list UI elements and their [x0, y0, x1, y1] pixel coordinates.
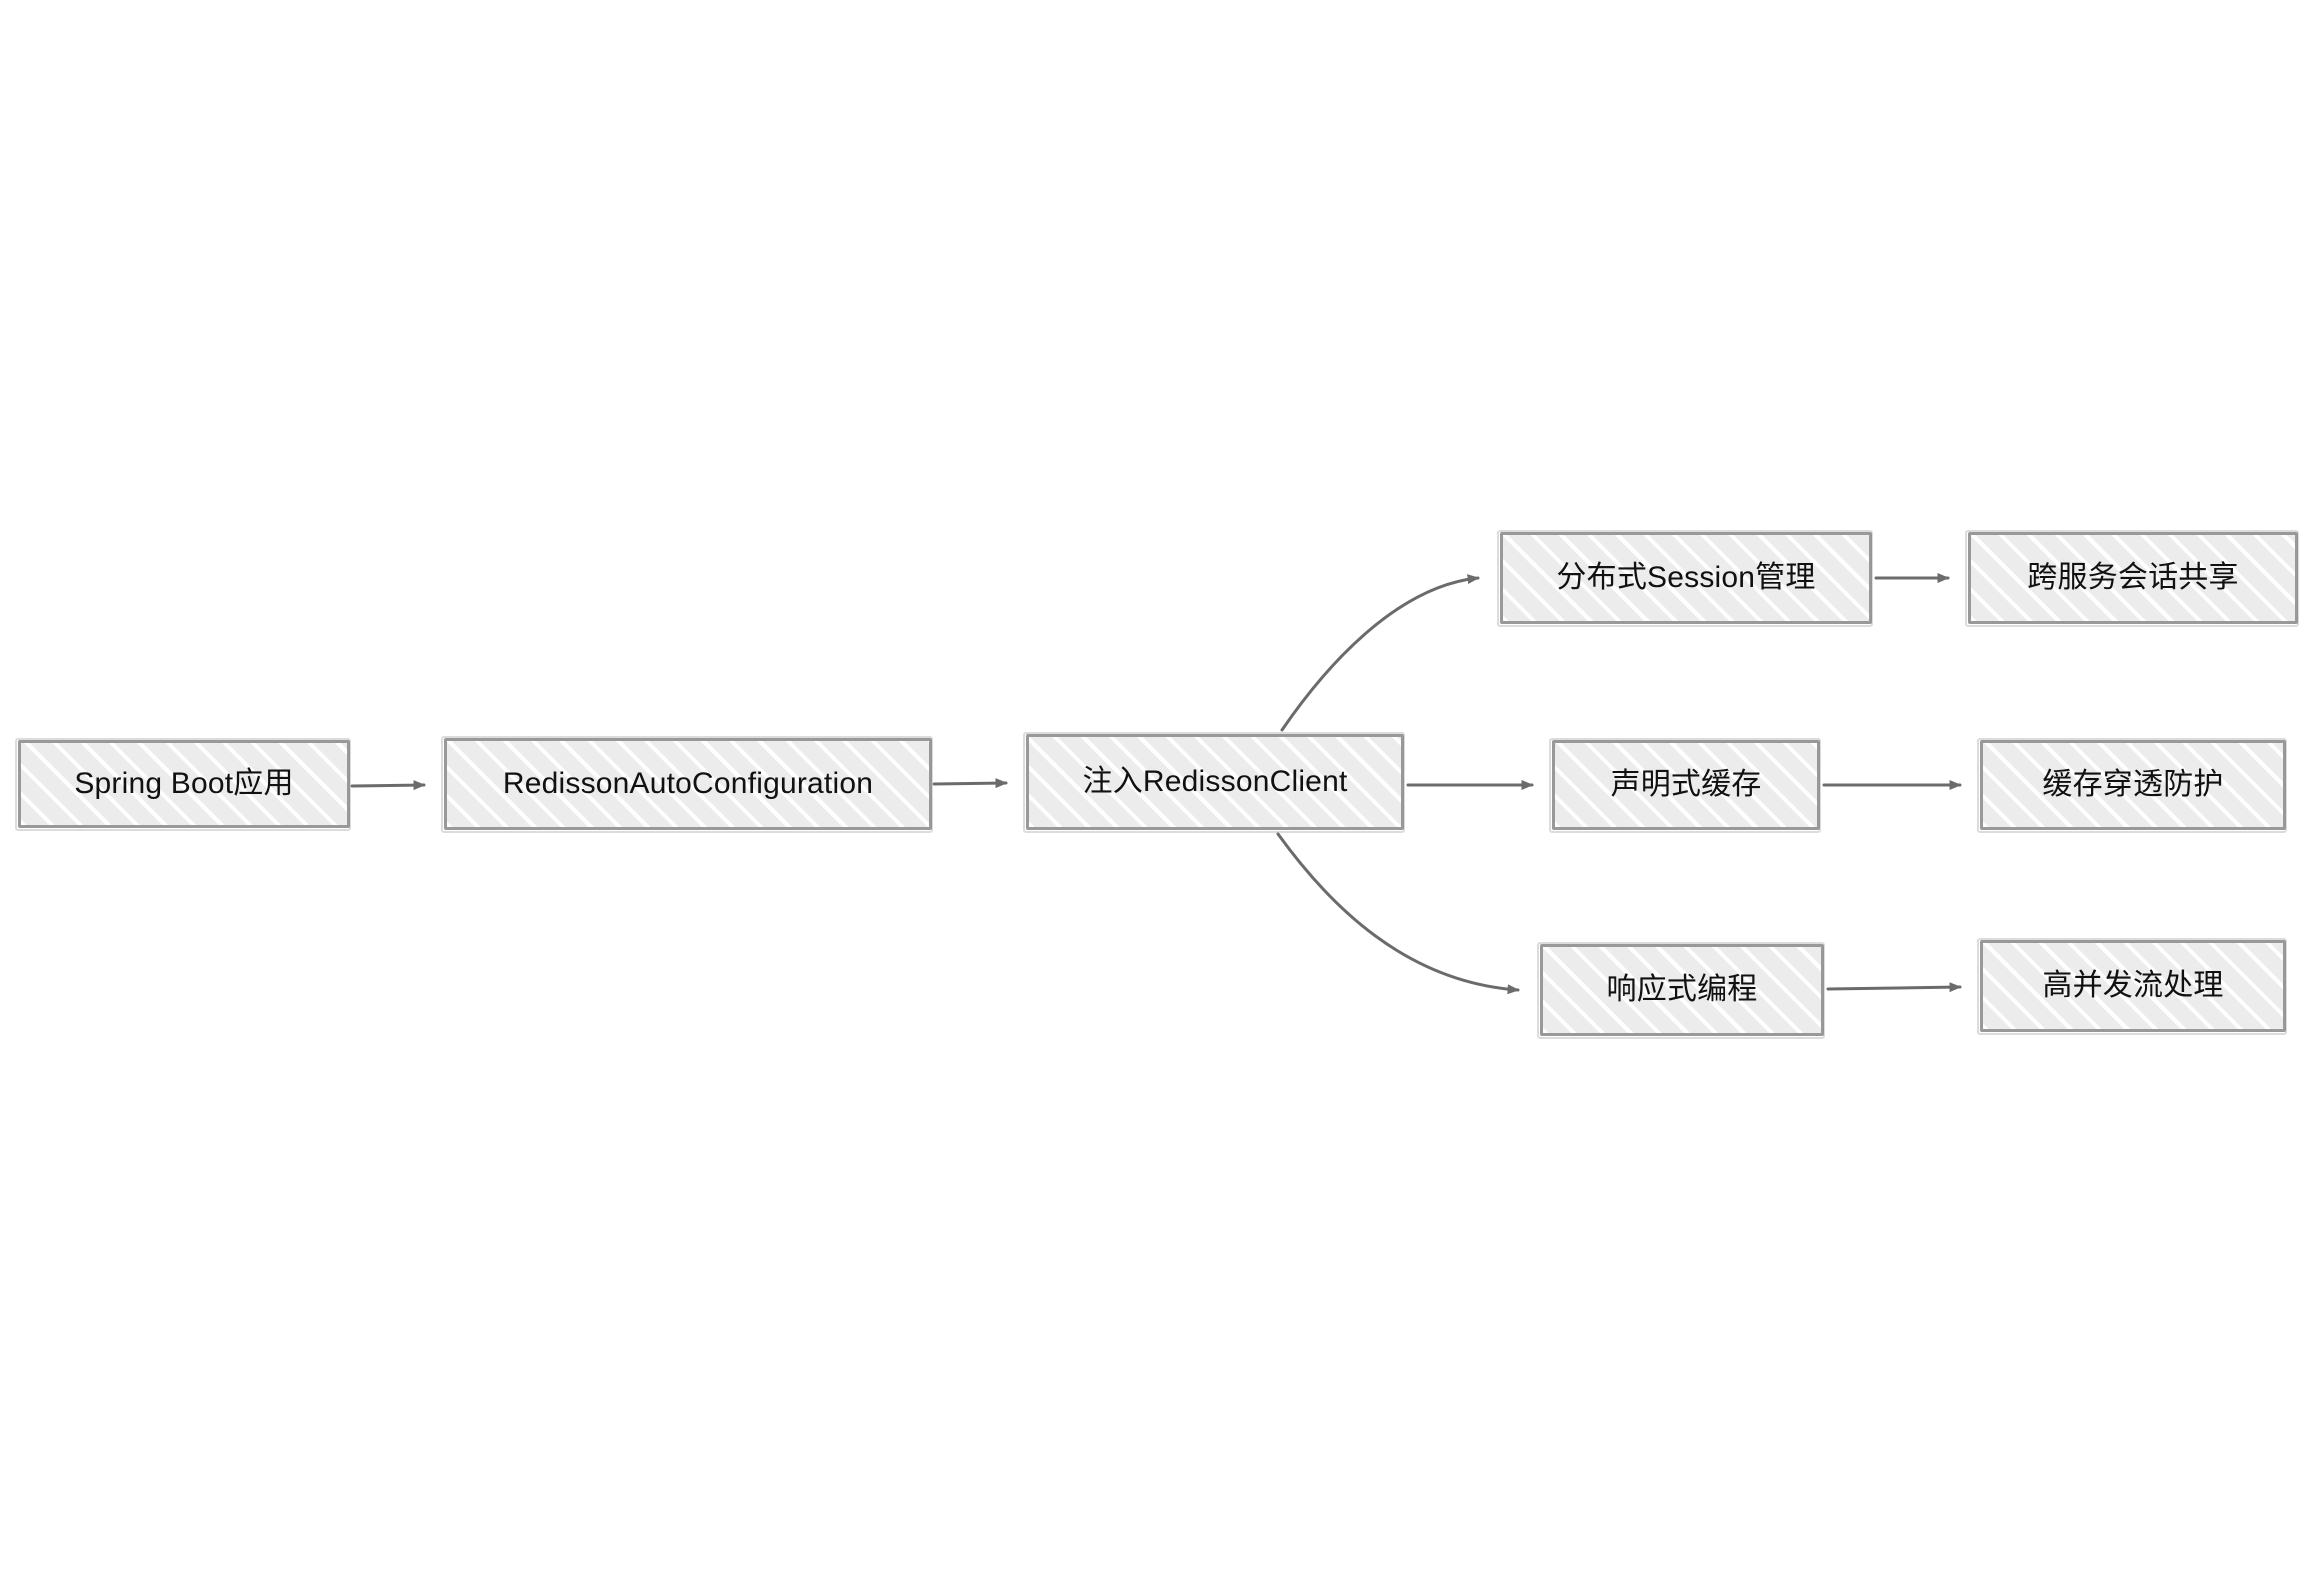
edge-inject-client-to-distributed-session	[1280, 574, 1480, 732]
node-label: 分布式Session管理	[1556, 561, 1816, 594]
node-label: 缓存穿透防护	[2042, 768, 2224, 801]
node-label: 跨服务会话共享	[2027, 561, 2239, 594]
edge-spring-boot-app-to-redisson-autoconfig	[350, 780, 426, 791]
node-distributed-session-management[interactable]: 分布式Session管理	[1497, 530, 1873, 627]
edge-reactive-programming-to-high-concurrency	[1826, 982, 1962, 993]
node-label: 注入RedissonClient	[1082, 765, 1348, 798]
node-declarative-cache[interactable]: 声明式缓存	[1549, 738, 1821, 833]
node-cross-service-session-sharing[interactable]: 跨服务会话共享	[1965, 530, 2299, 627]
node-label: 声明式缓存	[1610, 768, 1762, 801]
node-label: 高并发流处理	[2042, 969, 2224, 1002]
node-redisson-autoconfiguration[interactable]: RedissonAutoConfiguration	[441, 736, 933, 833]
node-label: RedissonAutoConfiguration	[502, 767, 874, 800]
edge-redisson-autoconfig-to-inject-client	[932, 778, 1008, 789]
node-label: 响应式编程	[1606, 973, 1758, 1006]
edge-inject-client-to-reactive-programming	[1276, 832, 1520, 995]
node-high-concurrency-stream-processing[interactable]: 高并发流处理	[1977, 938, 2287, 1035]
node-label: Spring Boot应用	[74, 767, 294, 800]
node-cache-penetration-protection[interactable]: 缓存穿透防护	[1977, 738, 2287, 833]
node-spring-boot-app[interactable]: Spring Boot应用	[15, 738, 351, 831]
node-reactive-programming[interactable]: 响应式编程	[1537, 942, 1825, 1039]
node-inject-redissonclient[interactable]: 注入RedissonClient	[1023, 732, 1405, 833]
